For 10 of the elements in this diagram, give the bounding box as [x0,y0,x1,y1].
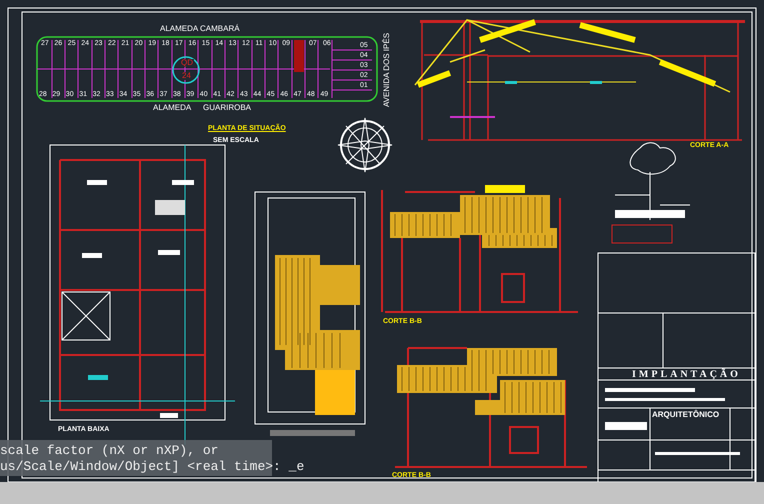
sheet-title: IMPLANTAÇÃO [632,370,741,380]
block-label: QD [180,59,194,67]
discipline-label: ARQUITETÔNICO [652,411,720,419]
street-name: AVENIDA DOS IPÊS [383,32,392,108]
street-name: GUARIROBA [203,104,252,112]
command-prompt: scale factor (nX or nXP), or [0,444,218,457]
status-bar [0,482,764,504]
street-name: ALAMEDA [153,104,192,112]
street-name: ALAMEDA CAMBARÁ [160,25,240,33]
block-label: 24 [181,72,192,80]
